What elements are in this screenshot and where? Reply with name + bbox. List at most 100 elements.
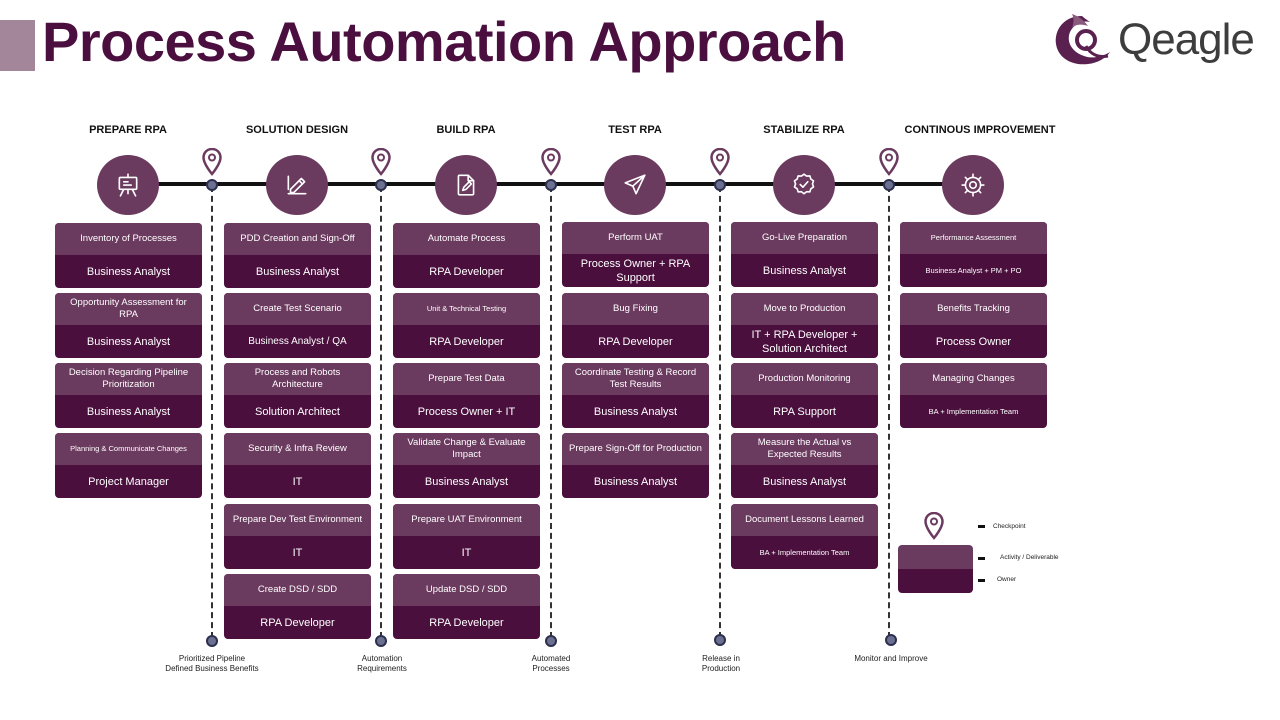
activity-label: Automate Process <box>393 223 540 255</box>
title-accent-bar <box>0 20 35 71</box>
activity-label: Decision Regarding Pipeline Prioritizati… <box>55 363 202 395</box>
checkpoint-pin-icon <box>879 148 899 176</box>
checkpoint-dashed-line <box>550 186 552 638</box>
activity-card: Prepare Sign-Off for Production Business… <box>562 433 709 498</box>
checkpoint-end-node <box>375 635 387 647</box>
checkpoint-end-node <box>885 634 897 646</box>
activity-label: Unit & Technical Testing <box>393 293 540 325</box>
activity-card: Create DSD / SDD RPA Developer <box>224 574 371 639</box>
legend-owner-label: Owner <box>997 576 1017 583</box>
owner-label: RPA Support <box>773 405 836 418</box>
stage-circle-solution-design <box>266 155 328 215</box>
activity-card: Create Test Scenario Business Analyst / … <box>224 293 371 358</box>
activity-label: Document Lessons Learned <box>731 504 878 536</box>
page-title: Process Automation Approach <box>42 10 846 73</box>
phase-title-stabilize-rpa: STABILIZE RPA <box>763 124 845 136</box>
activity-card: Managing Changes BA + Implementation Tea… <box>900 363 1047 428</box>
activity-card: Coordinate Testing & Record Test Results… <box>562 363 709 428</box>
activity-label: PDD Creation and Sign-Off <box>224 223 371 255</box>
owner-label: Business Analyst <box>255 265 340 278</box>
legend-dash <box>978 557 985 560</box>
activity-card: Update DSD / SDD RPA Developer <box>393 574 540 639</box>
phase-title-build-rpa: BUILD RPA <box>436 124 496 136</box>
activity-label: Prepare UAT Environment <box>393 504 540 536</box>
activity-card: Move to Production IT + RPA Developer + … <box>731 293 878 358</box>
activity-label: Measure the Actual vs Expected Results <box>731 433 878 465</box>
phase-title-solution-design: SOLUTION DESIGN <box>245 124 349 136</box>
legend-owner-swatch <box>898 569 973 593</box>
legend-dash <box>978 579 985 582</box>
activity-label: Opportunity Assessment for RPA <box>55 293 202 325</box>
timeline-node <box>714 179 726 191</box>
paper-plane-icon <box>624 174 646 195</box>
legend-dash <box>978 525 985 528</box>
stage-circle-test-rpa <box>604 155 666 215</box>
owner-label: Business Analyst <box>86 335 171 348</box>
activity-label: Prepare Dev Test Environment <box>224 504 371 536</box>
activity-label: Create Test Scenario <box>224 293 371 325</box>
phase-title-test-rpa: TEST RPA <box>608 124 662 136</box>
activity-label: Benefits Tracking <box>900 293 1047 325</box>
owner-label: Business Analyst / QA <box>248 335 347 347</box>
activity-card: Prepare Test Data Process Owner + IT <box>393 363 540 428</box>
activity-card: Go-Live Preparation Business Analyst <box>731 222 878 287</box>
activity-label: Validate Change & Evaluate Impact <box>393 433 540 465</box>
checkpoint-end-node <box>206 635 218 647</box>
checkpoint-pin-icon <box>541 148 561 176</box>
owner-label: Business Analyst <box>593 475 678 488</box>
activity-label: Inventory of Processes <box>55 223 202 255</box>
timeline-node <box>883 179 895 191</box>
gear-icon <box>961 173 985 197</box>
owner-label: BA + Implementation Team <box>928 406 1019 416</box>
stage-circle-prepare-rpa <box>97 155 159 215</box>
activity-label: Process and Robots Architecture <box>224 363 371 395</box>
checkpoint-dashed-line <box>380 186 382 638</box>
checkpoint-dashed-line <box>211 186 213 638</box>
activity-card: Planning & Communicate Changes Project M… <box>55 433 202 498</box>
pencil-ruler-icon <box>287 175 307 195</box>
eagle-logo-icon <box>1055 14 1110 65</box>
activity-label: Go-Live Preparation <box>731 222 878 254</box>
activity-label: Planning & Communicate Changes <box>55 433 202 465</box>
activity-label: Prepare Test Data <box>393 363 540 395</box>
activity-card: Inventory of Processes Business Analyst <box>55 223 202 288</box>
checkpoint-dashed-line <box>888 186 890 638</box>
activity-card: Automate Process RPA Developer <box>393 223 540 288</box>
timeline-node <box>545 179 557 191</box>
owner-label: BA + Implementation Team <box>759 547 850 557</box>
phase-title-prepare-rpa: PREPARE RPA <box>89 124 167 136</box>
checkpoint-end-node <box>714 634 726 646</box>
presentation-board-icon <box>118 173 138 197</box>
owner-label: Process Owner + IT <box>417 405 516 418</box>
checkpoint-dashed-line <box>719 186 721 638</box>
activity-label: Prepare Sign-Off for Production <box>562 433 709 465</box>
activity-card: Prepare UAT Environment IT <box>393 504 540 569</box>
owner-label: Business Analyst <box>86 405 171 418</box>
activity-card: Unit & Technical Testing RPA Developer <box>393 293 540 358</box>
activity-card: Process and Robots Architecture Solution… <box>224 363 371 428</box>
timeline-node <box>375 179 387 191</box>
activity-label: Production Monitoring <box>731 363 878 395</box>
owner-label: RPA Developer <box>429 265 504 278</box>
activity-card: Decision Regarding Pipeline Prioritizati… <box>55 363 202 428</box>
owner-label: Business Analyst + PM + PO <box>925 265 1022 275</box>
checkpoint-end-node <box>545 635 557 647</box>
owner-label: Process Owner + RPA Support <box>580 257 691 284</box>
activity-label: Perform UAT <box>562 222 709 254</box>
activity-card: Document Lessons Learned BA + Implementa… <box>731 504 878 569</box>
owner-label: Solution Architect <box>255 405 340 418</box>
owner-label: RPA Developer <box>429 335 504 348</box>
phase-title-continous-improvement: CONTINOUS IMPROVEMENT <box>904 124 1056 136</box>
activity-label: Security & Infra Review <box>224 433 371 465</box>
logo: Qeagle <box>1052 12 1267 68</box>
timeline-node <box>206 179 218 191</box>
activity-card: Prepare Dev Test Environment IT <box>224 504 371 569</box>
activity-label: Create DSD / SDD <box>224 574 371 606</box>
activity-card: Security & Infra Review IT <box>224 433 371 498</box>
owner-label: Business Analyst <box>593 405 678 418</box>
legend-pin-icon <box>924 512 944 540</box>
activity-label: Coordinate Testing & Record Test Results <box>562 363 709 395</box>
